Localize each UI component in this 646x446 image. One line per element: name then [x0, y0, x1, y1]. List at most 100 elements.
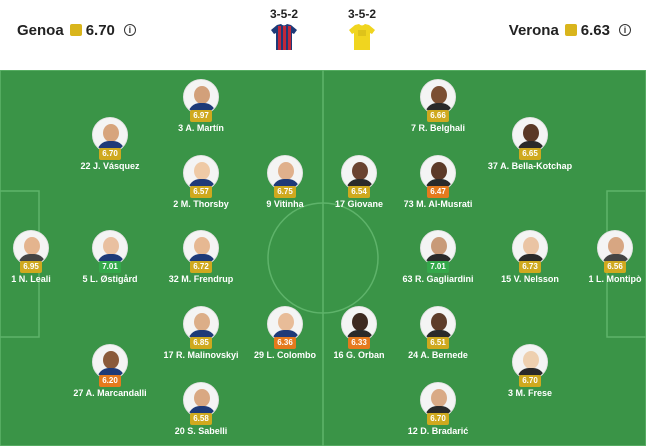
player-rating: 6.36 [274, 337, 296, 349]
player-photo [92, 117, 128, 153]
player-name: 16 G. Orban [333, 350, 385, 360]
player-rating: 6.66 [427, 110, 449, 122]
player-card[interactable]: 6.65 37 A. Bella-Kotchap [485, 117, 575, 187]
player-card[interactable]: 7.01 5 L. Østigård [65, 230, 155, 300]
rating-square-icon [564, 24, 577, 36]
player-rating: 6.75 [274, 186, 296, 198]
player-card[interactable]: 6.70 3 M. Frese [485, 344, 575, 414]
player-rating: 6.70 [519, 375, 541, 387]
player-rating: 6.95 [20, 261, 42, 273]
home-team-rating: 6.70 [85, 21, 115, 39]
player-rating: 6.72 [190, 261, 212, 273]
player-rating: 6.73 [519, 261, 541, 273]
player-rating: 6.85 [190, 337, 212, 349]
player-card[interactable]: 6.66 7 R. Belghali [393, 79, 483, 149]
player-photo [420, 79, 456, 115]
player-card[interactable]: 6.70 12 D. Bradarić [393, 382, 483, 446]
player-name: 37 A. Bella-Kotchap [487, 161, 573, 171]
player-rating: 6.56 [604, 261, 626, 273]
player-rating: 6.57 [190, 186, 212, 198]
player-card[interactable]: 7.01 63 R. Gagliardini [393, 230, 483, 300]
player-photo [420, 230, 456, 266]
player-photo [267, 155, 303, 191]
player-photo [341, 306, 377, 342]
player-card[interactable]: 6.97 3 A. Martín [156, 79, 246, 149]
player-photo [183, 155, 219, 191]
player-name: 15 V. Nelsson [501, 274, 559, 284]
player-name: 17 R. Malinovskyi [163, 350, 239, 360]
home-team[interactable]: Genoa 6.70 i [17, 20, 136, 40]
away-team-rating: 6.63 [580, 21, 610, 39]
player-rating: 6.47 [427, 186, 449, 198]
player-name: 2 M. Thorsby [173, 199, 229, 209]
away-team[interactable]: Verona 6.63 i [509, 20, 631, 40]
player-name: 12 D. Bradarić [407, 426, 469, 436]
player-card[interactable]: 6.54 17 Giovane [314, 155, 404, 225]
player-rating: 7.01 [99, 261, 121, 273]
info-icon[interactable]: i [619, 24, 631, 36]
player-photo [183, 230, 219, 266]
away-kit-icon [349, 24, 375, 50]
home-team-name: Genoa [17, 21, 64, 39]
player-card[interactable]: 6.58 20 S. Sabelli [156, 382, 246, 446]
player-card[interactable]: 6.33 16 G. Orban [314, 306, 404, 376]
player-card[interactable]: 6.95 1 N. Leali [0, 230, 76, 300]
player-name: 29 L. Colombo [253, 350, 316, 360]
player-name: 63 R. Gagliardini [402, 274, 474, 284]
player-name: 32 M. Frendrup [168, 274, 234, 284]
player-rating: 6.58 [190, 413, 212, 425]
player-name: 3 M. Frese [507, 388, 553, 398]
player-photo [92, 344, 128, 380]
player-name: 17 Giovane [334, 199, 384, 209]
player-card[interactable]: 6.36 29 L. Colombo [240, 306, 330, 376]
player-photo [267, 306, 303, 342]
player-name: 22 J. Vásquez [80, 161, 140, 171]
player-card[interactable]: 6.51 24 A. Bernede [393, 306, 483, 376]
match-header: Genoa 6.70 i 3-5-2 3-5-2 Verona 6.63 i [0, 0, 646, 70]
player-photo [420, 155, 456, 191]
player-photo [420, 306, 456, 342]
home-kit-icon [271, 24, 297, 50]
player-name: 9 Vitinha [266, 199, 304, 209]
away-formation: 3-5-2 [347, 7, 376, 21]
player-card[interactable]: 6.85 17 R. Malinovskyi [156, 306, 246, 376]
away-team-name: Verona [508, 21, 559, 39]
player-rating: 6.70 [427, 413, 449, 425]
player-photo [512, 230, 548, 266]
player-photo [597, 230, 633, 266]
player-name: 5 L. Østigård [82, 274, 138, 284]
player-rating: 6.97 [190, 110, 212, 122]
player-photo [512, 117, 548, 153]
rating-square-icon [69, 24, 82, 36]
player-photo [183, 306, 219, 342]
player-rating: 6.54 [348, 186, 370, 198]
player-rating: 7.01 [427, 261, 449, 273]
player-name: 1 N. Leali [11, 274, 51, 284]
player-card[interactable]: 6.73 15 V. Nelsson [485, 230, 575, 300]
player-name: 1 L. Montipò [588, 274, 642, 284]
player-photo [13, 230, 49, 266]
player-card[interactable]: 6.47 73 M. Al-Musrati [393, 155, 483, 225]
player-photo [341, 155, 377, 191]
player-photo [183, 79, 219, 115]
player-rating: 6.33 [348, 337, 370, 349]
player-rating: 6.51 [427, 337, 449, 349]
player-rating: 6.70 [99, 148, 121, 160]
info-icon[interactable]: i [123, 24, 136, 36]
player-name: 73 M. Al-Musrati [403, 199, 473, 209]
player-name: 3 A. Martín [178, 123, 224, 133]
player-name: 24 A. Bernede [408, 350, 468, 360]
player-name: 27 A. Marcandalli [73, 388, 147, 398]
home-formation: 3-5-2 [269, 7, 298, 21]
player-card[interactable]: 6.20 27 A. Marcandalli [65, 344, 155, 414]
player-card[interactable]: 6.72 32 M. Frendrup [156, 230, 246, 300]
player-name: 7 R. Belghali [410, 123, 465, 133]
player-name: 20 S. Sabelli [174, 426, 228, 436]
player-rating: 6.65 [519, 148, 541, 160]
player-card[interactable]: 6.56 1 L. Montipò [570, 230, 646, 300]
player-card[interactable]: 6.75 9 Vitinha [240, 155, 330, 225]
pitch: 6.95 1 N. Leali 6.70 22 J. Vásquez 7.01 … [0, 70, 646, 446]
player-card[interactable]: 6.57 2 M. Thorsby [156, 155, 246, 225]
player-card[interactable]: 6.70 22 J. Vásquez [65, 117, 155, 187]
player-rating: 6.20 [99, 375, 121, 387]
